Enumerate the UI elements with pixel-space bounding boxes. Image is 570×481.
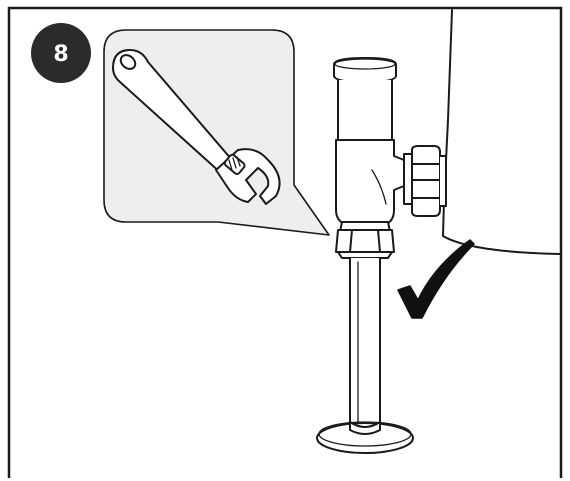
checkmark-icon — [397, 239, 475, 319]
lower-compression-nut — [335, 221, 395, 259]
side-compression-nut — [403, 145, 447, 217]
step-number: 8 — [53, 42, 68, 67]
appliance-body — [442, 9, 561, 255]
step-badge: 8 — [31, 23, 91, 83]
floor-flange — [316, 421, 414, 454]
shutoff-valve — [316, 57, 447, 454]
frame-border — [7, 6, 563, 478]
wrench-icon — [112, 49, 281, 205]
